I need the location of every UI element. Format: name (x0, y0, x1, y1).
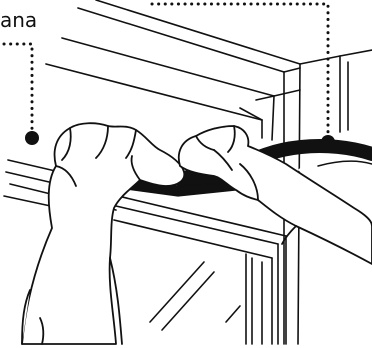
right-callout-leader (152, 4, 328, 140)
left-callout-leader (4, 44, 32, 134)
callout-label-left: ana (0, 8, 37, 32)
callout-leaders (4, 4, 328, 140)
left-callout-dot (25, 131, 39, 145)
